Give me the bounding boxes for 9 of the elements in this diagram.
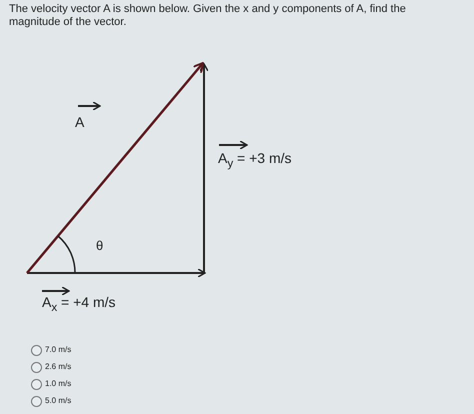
vector-label: A	[75, 114, 84, 130]
answer-option: 1.0 m/s	[45, 379, 72, 388]
answer-option: 2.6 m/s	[45, 362, 72, 371]
component-label: A$_{y}$ = +3 m/s	[218, 150, 292, 170]
component-label: A$_{x}$ = +4 m/s	[42, 294, 116, 314]
answer-option: 5.0 m/s	[45, 396, 72, 405]
question-text: The velocity vector A is shown below. Given the x and y components of A, find the magnitude of the vector.	[9, 3, 407, 29]
angle-label: θ	[96, 238, 104, 253]
answer-option: 7.0 m/s	[45, 345, 72, 354]
